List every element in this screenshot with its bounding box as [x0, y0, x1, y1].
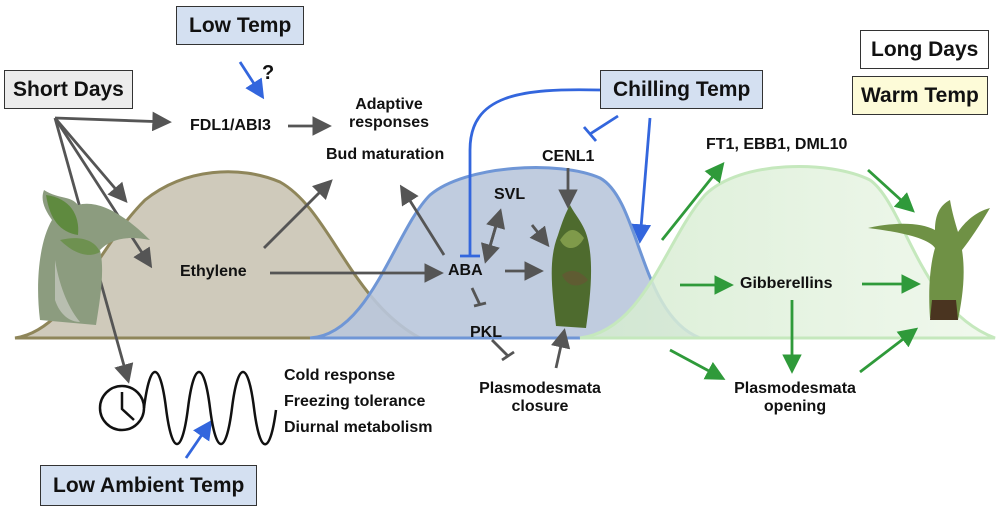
aba-label: ABA: [448, 262, 483, 279]
dormancy-phase-hill-2: [309, 166, 701, 340]
cold-response-label: Cold response: [284, 367, 396, 384]
ethylene-label: Ethylene: [180, 263, 247, 280]
blue-arrows: [184, 61, 652, 459]
dormant-bud-image-center: [551, 205, 592, 328]
fdl1-abi3-label: FDL1/ABI3: [190, 117, 271, 134]
plasmodesmata-closure-line2: closure: [511, 398, 569, 416]
plasmodesmata-closure-label: Plasmodesmata closure: [470, 380, 610, 417]
gibberellins-label: Gibberellins: [740, 275, 833, 292]
dormancy-phase-hill-3: [579, 164, 996, 340]
diurnal-metabolism-label: Diurnal metabolism: [284, 419, 433, 436]
freezing-tolerance-label: Freezing tolerance: [284, 393, 426, 410]
chilling-temp-box: Chilling Temp: [600, 70, 764, 109]
uncertain-question-mark: ?: [262, 62, 275, 84]
plasmodesmata-opening-line2: opening: [763, 398, 827, 416]
adaptive-responses-line1: Adaptive: [355, 96, 423, 113]
svl-label: SVL: [494, 186, 526, 203]
dormant-bud-image-left: [38, 190, 150, 325]
warm-temp-box: Warm Temp: [852, 76, 988, 115]
plasmodesmata-opening-label: Plasmodesmata opening: [730, 380, 860, 417]
long-days-box: Long Days: [860, 30, 990, 69]
adaptive-responses-line2: responses: [348, 114, 430, 132]
low-temp-box: Low Temp: [176, 6, 305, 45]
plasmodesmata-opening-line1: Plasmodesmata: [734, 380, 856, 397]
low-ambient-temp-box: Low Ambient Temp: [40, 465, 258, 506]
adaptive-responses-label: Adaptive responses: [334, 96, 444, 133]
diurnal-wave: [142, 371, 278, 446]
pkl-label: PKL: [470, 324, 502, 341]
clock-icon: [98, 384, 146, 432]
bud-maturation-label: Bud maturation: [326, 146, 445, 163]
plasmodesmata-closure-line1: Plasmodesmata: [479, 380, 601, 397]
bud-burst-image-right: [868, 200, 990, 320]
cenl1-label: CENL1: [542, 148, 595, 165]
green-arrows: [660, 161, 921, 380]
short-days-box: Short Days: [4, 70, 133, 109]
ft1-ebb1-dml10-label: FT1, EBB1, DML10: [706, 136, 848, 153]
